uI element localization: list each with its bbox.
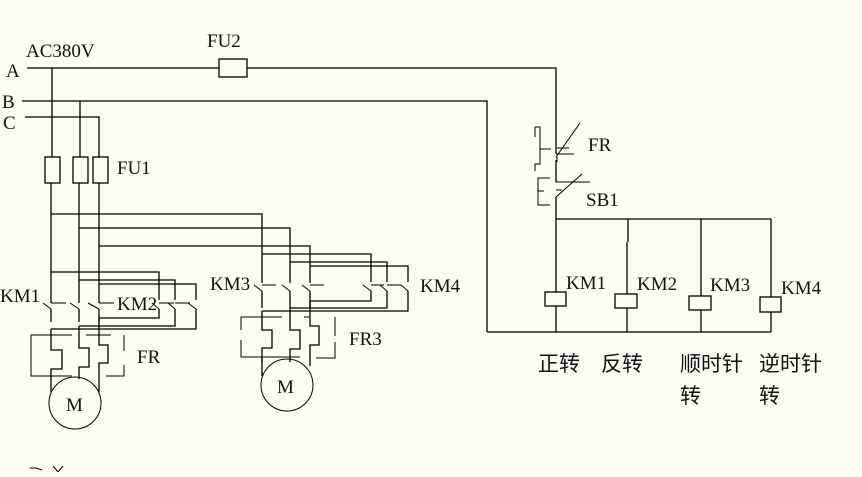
km2-coil xyxy=(614,293,638,309)
km3-coil-label: KM3 xyxy=(710,275,750,296)
km2-function-label: 反转 xyxy=(601,352,643,376)
fr3-label: FR3 xyxy=(349,329,382,350)
fr-control-label: FR xyxy=(588,135,612,156)
phase-a-label: A xyxy=(6,61,20,82)
fu2-label: FU2 xyxy=(207,31,241,52)
fr-control-contact xyxy=(534,122,581,176)
km3-main-label: KM3 xyxy=(210,274,250,295)
km3-function-label-line2: 转 xyxy=(680,384,701,408)
km1-function-label: 正转 xyxy=(538,352,580,376)
motor-1 xyxy=(48,376,102,430)
fu2-fuse-symbol xyxy=(218,58,248,78)
phase-drops xyxy=(51,68,81,157)
km1-coil xyxy=(544,291,567,307)
km4-function-label-line2: 转 xyxy=(759,384,780,408)
km2-feed-wires xyxy=(51,271,197,300)
motor-2-label: M xyxy=(277,377,294,398)
km1-coil-label: KM1 xyxy=(566,273,606,294)
motor-2 xyxy=(260,357,314,412)
km4-feed-wires xyxy=(262,253,409,282)
fr-thermal-relay-1 xyxy=(30,318,125,380)
km4-coil-label: KM4 xyxy=(781,278,822,299)
km4-function-label-line1: 逆时针 xyxy=(759,352,822,376)
fr3-thermal-relay xyxy=(240,301,336,366)
phase-b-label: B xyxy=(2,92,15,113)
supply-voltage-label: AC380V xyxy=(26,41,95,62)
fu1-fuse-symbols xyxy=(44,156,109,184)
phase-lines-after-fuses xyxy=(50,183,100,303)
coil-rails xyxy=(487,197,772,333)
sb1-stop-button xyxy=(537,173,590,206)
km4-coil xyxy=(759,296,782,313)
km3-main-contacts xyxy=(253,284,324,308)
km2-main-label: KM2 xyxy=(117,294,157,315)
km3-function-label-line1: 顺时针 xyxy=(680,352,743,376)
sb1-label: SB1 xyxy=(586,190,619,211)
phase-b-bus xyxy=(22,100,488,332)
motor-2-circle xyxy=(260,358,314,412)
fr-label-1: FR xyxy=(137,347,161,368)
km1-main-contacts xyxy=(42,302,114,322)
km4-main-contacts xyxy=(262,284,409,312)
motor-1-label: M xyxy=(66,395,83,416)
km1-main-label: KM1 xyxy=(0,286,40,307)
motor-1-circle xyxy=(48,376,102,430)
phase-c-bus xyxy=(25,116,100,157)
stray-marks xyxy=(30,465,64,473)
km3-coil xyxy=(688,295,712,311)
km4-main-label: KM4 xyxy=(420,276,461,297)
km2-coil-label: KM2 xyxy=(637,274,677,295)
phase-a-bus xyxy=(27,67,557,154)
phase-c-label: C xyxy=(3,113,16,134)
motor2-feed-wires xyxy=(51,213,311,283)
fu1-label: FU1 xyxy=(117,158,151,179)
